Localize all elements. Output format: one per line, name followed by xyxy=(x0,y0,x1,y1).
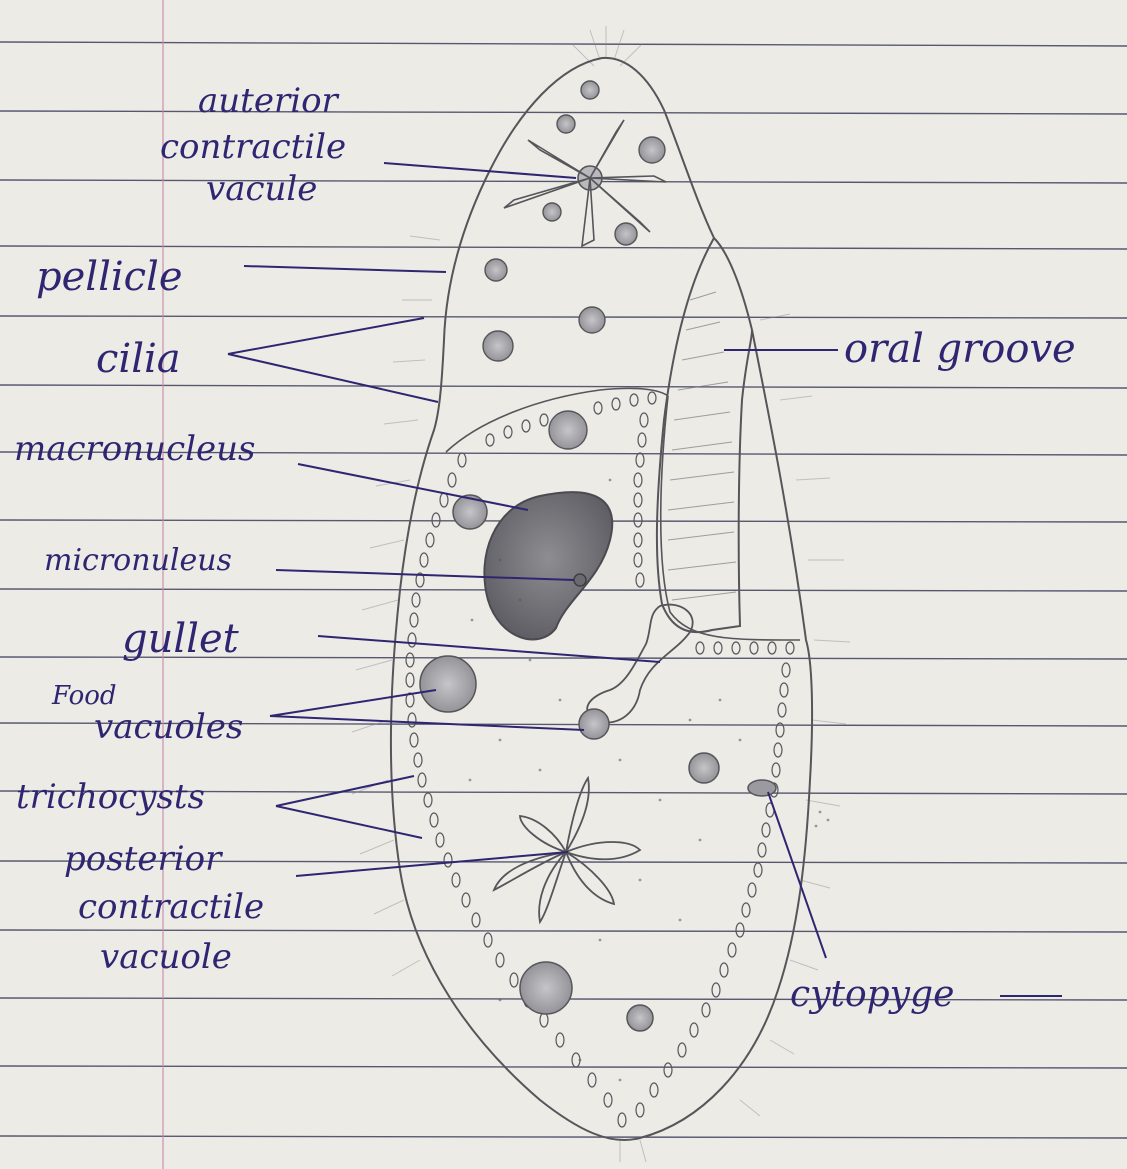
cytopyge-structure xyxy=(748,780,776,796)
label-cytopyge: cytopyge xyxy=(790,974,954,1015)
label-gullet: gullet xyxy=(122,616,240,662)
label-micronucleus: micronuleus xyxy=(44,543,232,578)
label-pellicle: pellicle xyxy=(36,254,183,300)
label-macronucleus: macronucleus xyxy=(14,429,255,469)
label-trichocysts: trichocysts xyxy=(16,777,205,817)
label-oral-groove: oral groove xyxy=(844,326,1076,372)
micronucleus xyxy=(574,574,586,586)
label-cilia: cilia xyxy=(96,336,181,382)
